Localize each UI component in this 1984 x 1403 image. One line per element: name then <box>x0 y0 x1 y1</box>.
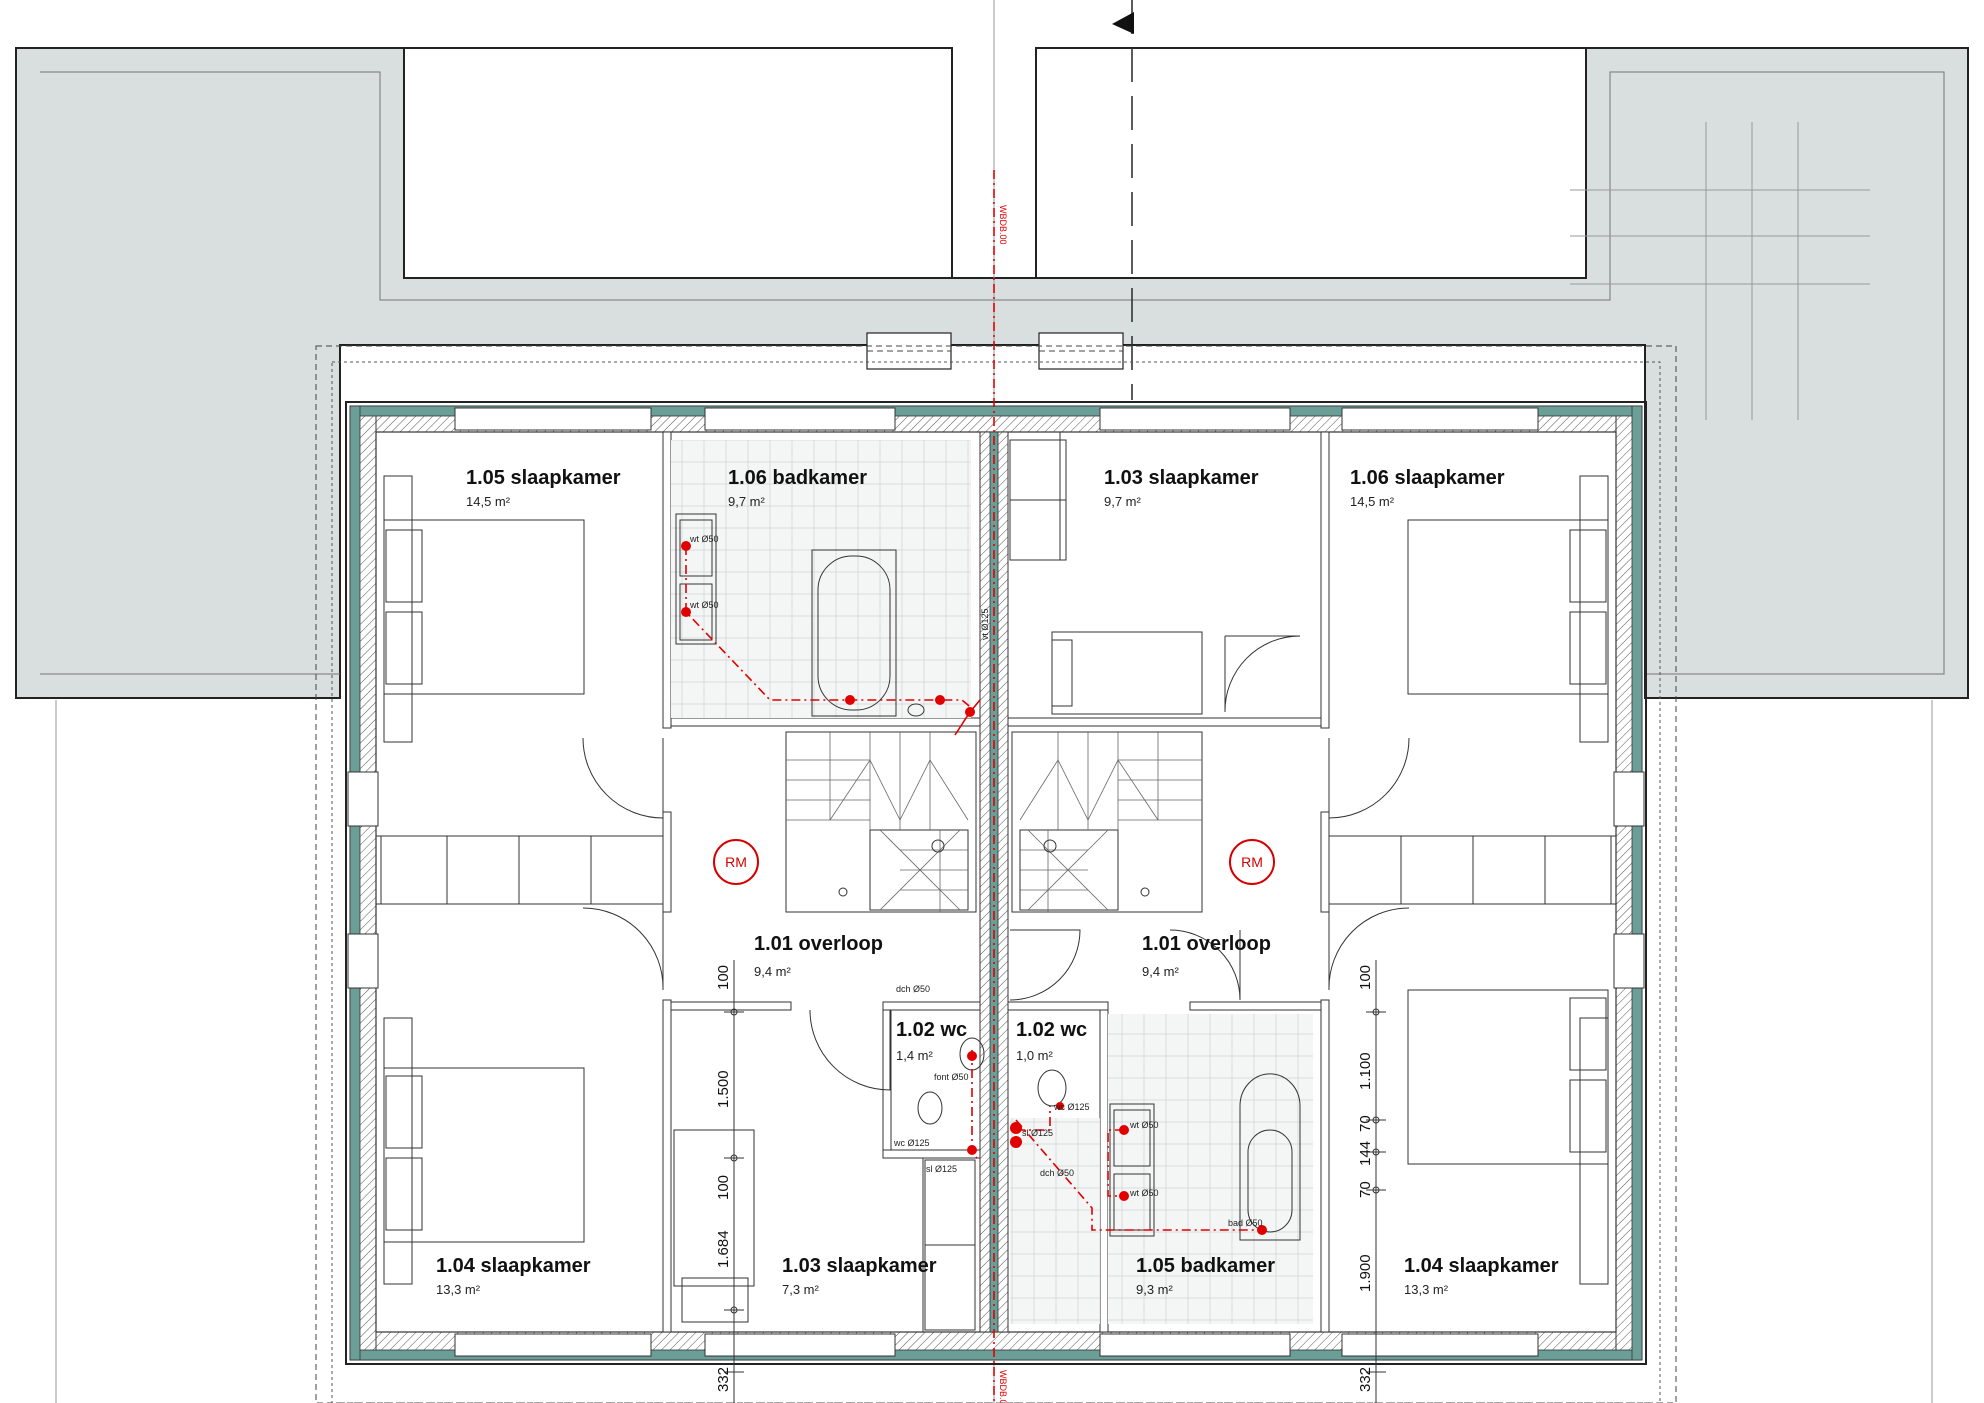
smoke-detector-left: RM <box>713 839 759 885</box>
pipe-label-wc-right: wc Ø125 <box>1053 1102 1090 1112</box>
room-name-106-badkamer: 1.06 badkamer <box>728 467 867 489</box>
room-area-104-slaapkamer-left: 13,3 m² <box>436 1282 481 1297</box>
dim-right-5: 70 <box>1357 1181 1374 1198</box>
pipe-label-vt: vt Ø125 <box>980 608 990 640</box>
dimension-labels: 100 1.500 100 1.684 332 100 1.100 70 144… <box>715 965 1374 1392</box>
room-labels: 1.05 slaapkamer 14,5 m² 1.06 badkamer 9,… <box>436 467 1559 1297</box>
room-name-104-slaapkamer-left: 1.04 slaapkamer <box>436 1255 591 1277</box>
roof-outline <box>15 0 1969 1403</box>
room-area-103-slaapkamer-top: 9,7 m² <box>1104 494 1142 509</box>
dim-left-5: 332 <box>715 1367 732 1392</box>
pipe-labels: wt Ø50 wt Ø50 vt Ø125 dch Ø50 font Ø50 w… <box>689 534 1263 1228</box>
dim-right-1: 100 <box>1357 965 1374 990</box>
smoke-detector-right: RM <box>1229 839 1275 885</box>
dim-left-2: 1.500 <box>715 1070 732 1108</box>
pipe-label-wt3: wt Ø50 <box>1129 1120 1159 1130</box>
room-area-103-slaapkamer-bottom: 7,3 m² <box>782 1282 820 1297</box>
rm-label-left: RM <box>725 854 747 870</box>
axis-labels: WBDB.00 WBDB.00 <box>998 205 1008 1403</box>
dim-left-4: 1.684 <box>715 1230 732 1268</box>
room-area-104-slaapkamer-right: 13,3 m² <box>1404 1282 1449 1297</box>
closets <box>380 439 1612 1331</box>
room-area-102-wc-right: 1,0 m² <box>1016 1048 1054 1063</box>
room-name-102-wc-right: 1.02 wc <box>1016 1019 1087 1041</box>
room-name-101-overloop-right: 1.01 overloop <box>1142 933 1271 955</box>
rm-label-right: RM <box>1241 854 1263 870</box>
pipe-label-dch-right: dch Ø50 <box>1040 1168 1074 1178</box>
pipe-label-font-left: font Ø50 <box>934 1072 969 1082</box>
room-name-102-wc-left: 1.02 wc <box>896 1019 967 1041</box>
beds <box>383 475 1609 1323</box>
pipe-label-wt1: wt Ø50 <box>689 534 719 544</box>
dim-right-3: 70 <box>1357 1115 1374 1132</box>
dim-right-6: 1.900 <box>1357 1254 1374 1292</box>
roof-edge-dashed <box>315 345 1677 1403</box>
room-area-101-overloop-right: 9,4 m² <box>1142 964 1180 979</box>
axis-label-top: WBDB.00 <box>998 205 1008 245</box>
stairs-right <box>1011 731 1203 913</box>
room-name-105-slaapkamer: 1.05 slaapkamer <box>466 467 621 489</box>
room-area-106-slaapkamer: 14,5 m² <box>1350 494 1395 509</box>
dimension-lines <box>724 960 1386 1403</box>
pipe-label-wt2: wt Ø50 <box>689 600 719 610</box>
room-name-101-overloop-left: 1.01 overloop <box>754 933 883 955</box>
room-name-105-badkamer: 1.05 badkamer <box>1136 1255 1275 1277</box>
dim-left-1: 100 <box>715 965 732 990</box>
pipe-label-sl-left: sl Ø125 <box>926 1164 957 1174</box>
room-area-105-slaapkamer: 14,5 m² <box>466 494 511 509</box>
room-name-103-slaapkamer-top: 1.03 slaapkamer <box>1104 467 1259 489</box>
dim-left-3: 100 <box>715 1175 732 1200</box>
stairs-left <box>785 731 977 913</box>
room-area-101-overloop-left: 9,4 m² <box>754 964 792 979</box>
axis-label-bottom: WBDB.00 <box>998 1370 1008 1403</box>
pipe-label-wc-left: wc Ø125 <box>893 1138 930 1148</box>
room-name-106-slaapkamer: 1.06 slaapkamer <box>1350 467 1505 489</box>
pipe-label-dch-left: dch Ø50 <box>896 984 930 994</box>
room-name-104-slaapkamer-right: 1.04 slaapkamer <box>1404 1255 1559 1277</box>
bathroom-tiles <box>671 440 1313 1324</box>
dim-right-4: 144 <box>1357 1141 1374 1166</box>
room-area-106-badkamer: 9,7 m² <box>728 494 766 509</box>
pipe-label-bad: bad Ø50 <box>1228 1218 1263 1228</box>
dim-right-2: 1.100 <box>1357 1052 1374 1090</box>
pipe-label-wt4: wt Ø50 <box>1129 1188 1159 1198</box>
dim-right-7: 332 <box>1357 1367 1374 1392</box>
room-name-103-slaapkamer-bottom: 1.03 slaapkamer <box>782 1255 937 1277</box>
doors <box>582 635 1410 1091</box>
room-area-105-badkamer: 9,3 m² <box>1136 1282 1174 1297</box>
pipe-label-sl-right: sl Ø125 <box>1022 1128 1053 1138</box>
installations <box>681 170 1267 1403</box>
room-area-102-wc-left: 1,4 m² <box>896 1048 934 1063</box>
